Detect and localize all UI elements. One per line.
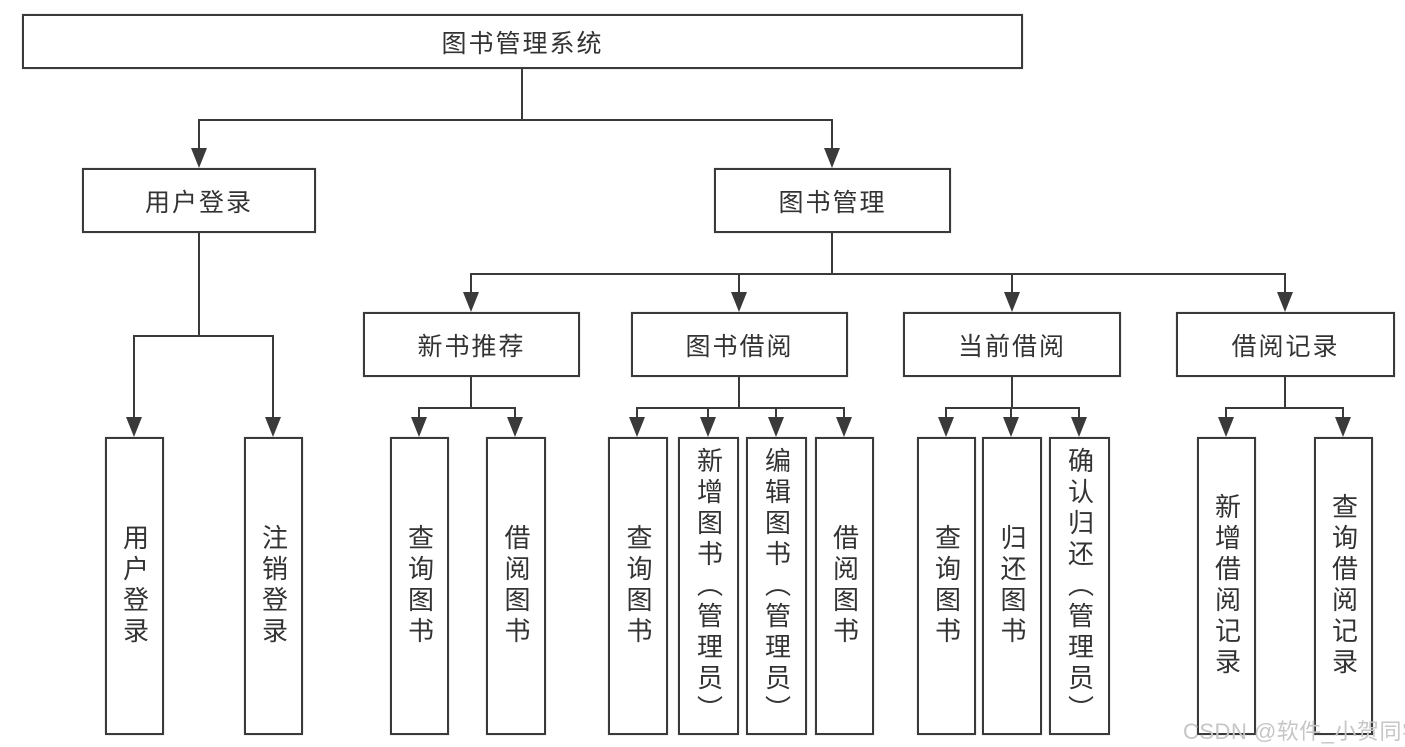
node-current-borrow: 当前借阅 — [903, 312, 1121, 377]
leaf-user-login: 用户登录 — [105, 437, 164, 735]
node-user-login: 用户登录 — [82, 168, 316, 233]
node-current-borrow-label: 当前借阅 — [957, 332, 1066, 361]
leaf-borrow-books-recommend-label: 借阅图书 — [501, 524, 531, 648]
node-book-borrow-label: 图书借阅 — [685, 332, 794, 361]
node-book-borrow: 图书借阅 — [631, 312, 848, 377]
node-user-login-label: 用户登录 — [144, 188, 253, 217]
node-new-book-recommend-label: 新书推荐 — [417, 332, 526, 361]
leaf-borrow-books-recommend: 借阅图书 — [486, 437, 546, 735]
leaf-logout: 注销登录 — [244, 437, 303, 735]
leaf-add-book-admin: 新增图书（管理员） — [678, 437, 739, 735]
leaf-return-book-label: 归还图书 — [997, 524, 1027, 648]
node-book-management-label: 图书管理 — [778, 188, 887, 217]
leaf-query-books-recommend-label: 查询图书 — [404, 524, 435, 648]
leaf-user-login-label: 用户登录 — [119, 524, 150, 648]
leaf-query-books-borrow-label: 查询图书 — [623, 524, 653, 648]
node-book-management: 图书管理 — [714, 168, 951, 233]
leaf-edit-book-admin: 编辑图书（管理员） — [746, 437, 807, 735]
node-borrow-records-label: 借阅记录 — [1231, 332, 1340, 361]
leaf-query-books-current: 查询图书 — [917, 437, 976, 735]
leaf-borrow-books-label: 借阅图书 — [829, 524, 860, 648]
node-library-system: 图书管理系统 — [22, 14, 1023, 69]
csdn-watermark: CSDN @软件_小贺同学 — [1183, 719, 1405, 744]
leaf-confirm-return-admin-label: 确认归还（管理员） — [1064, 446, 1095, 726]
leaf-query-books-current-label: 查询图书 — [931, 524, 962, 648]
leaf-query-borrow-record-label: 查询借阅记录 — [1328, 493, 1359, 679]
leaf-add-book-admin-label: 新增图书（管理员） — [693, 446, 724, 726]
leaf-query-books-recommend: 查询图书 — [390, 437, 449, 735]
leaf-query-borrow-record: 查询借阅记录 — [1314, 437, 1373, 735]
node-new-book-recommend: 新书推荐 — [363, 312, 580, 377]
node-library-system-label: 图书管理系统 — [441, 29, 604, 58]
node-borrow-records: 借阅记录 — [1176, 312, 1395, 377]
leaf-edit-book-admin-label: 编辑图书（管理员） — [761, 446, 792, 726]
leaf-logout-label: 注销登录 — [258, 524, 289, 648]
leaf-add-borrow-record: 新增借阅记录 — [1197, 437, 1256, 735]
leaf-confirm-return-admin: 确认归还（管理员） — [1049, 437, 1110, 735]
leaf-query-books-borrow: 查询图书 — [608, 437, 668, 735]
arrowheads — [126, 148, 1351, 437]
leaf-return-book: 归还图书 — [982, 437, 1042, 735]
leaf-borrow-books: 借阅图书 — [815, 437, 874, 735]
leaf-add-borrow-record-label: 新增借阅记录 — [1211, 493, 1242, 679]
